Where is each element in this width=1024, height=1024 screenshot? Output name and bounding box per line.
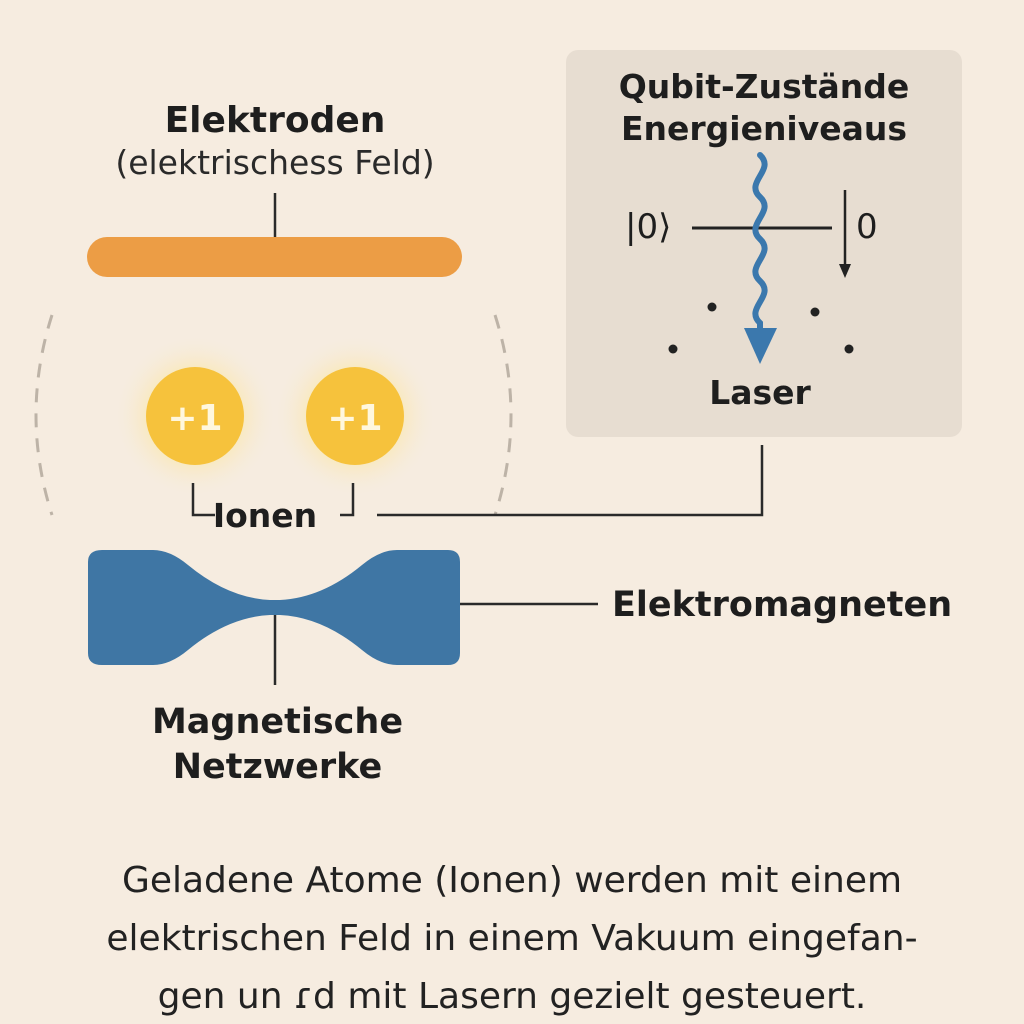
- ion-2: [306, 367, 404, 465]
- magnetic-networks-label: Magnetische Netzwerke: [120, 700, 435, 790]
- qubit-title-line2: Energieniveaus: [620, 109, 908, 148]
- laser-arrow-head: [744, 328, 777, 364]
- caption-line2: elektrischen Feld in einem Vakuum eingef…: [106, 918, 918, 959]
- qubit-panel-title: Qubit-Zustände Energieniveaus: [566, 66, 962, 150]
- ion-bracket-left: [191, 483, 215, 517]
- caption: Geladene Atome (Ionen) werden mit einem …: [60, 852, 964, 1024]
- laser-beam: [752, 152, 768, 335]
- state-dot-2: [810, 307, 820, 317]
- qubit-title-line1: Qubit-Zustände: [618, 67, 910, 106]
- trap-boundary-left: [34, 314, 54, 516]
- caption-line3: gen un ɾd mit Lasern gezielt gesteuert.: [157, 976, 867, 1017]
- laser-label: Laser: [709, 373, 811, 412]
- state-dot-4: [844, 344, 854, 354]
- state-dot-1: [707, 302, 717, 312]
- ket-zero-label: |0⟩: [625, 207, 672, 247]
- ion-bracket-right: [340, 483, 355, 517]
- magnetic-networks-line1: Magnetische: [151, 702, 404, 742]
- level-zero-label: 0: [856, 207, 878, 247]
- ion-charge-1: +1: [167, 398, 222, 439]
- magnetic-networks-line2: Netzwerke: [172, 747, 383, 787]
- state-dot-3: [668, 344, 678, 354]
- ions-label: Ionen: [212, 496, 318, 535]
- electromagnets-label: Elektromagneten: [612, 585, 953, 625]
- electromagnet-shape: [88, 550, 460, 665]
- level-arrow-head: [839, 264, 851, 278]
- ion-charge-2: +1: [327, 398, 382, 439]
- electrode-title: Elektroden: [164, 100, 386, 141]
- electrode-bar: [87, 237, 462, 277]
- trap-boundary-right: [493, 314, 513, 516]
- caption-line1: Geladene Atome (Ionen) werden mit einem: [121, 860, 903, 901]
- ion-panel-connector: [377, 445, 764, 517]
- electrode-subtitle: (elektrischess Feld): [115, 143, 435, 182]
- ion-1: [146, 367, 244, 465]
